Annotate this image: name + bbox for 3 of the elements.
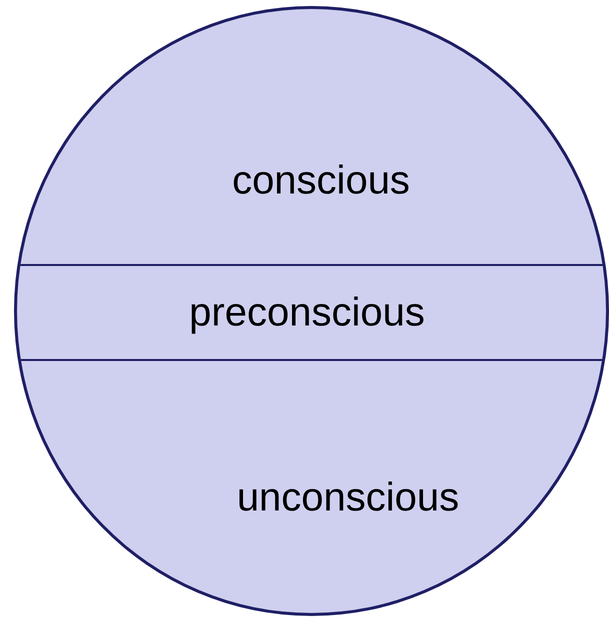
layer-label: preconscious	[189, 290, 425, 336]
layer-label: unconscious	[236, 476, 460, 520]
layer-label: conscious	[232, 158, 410, 204]
